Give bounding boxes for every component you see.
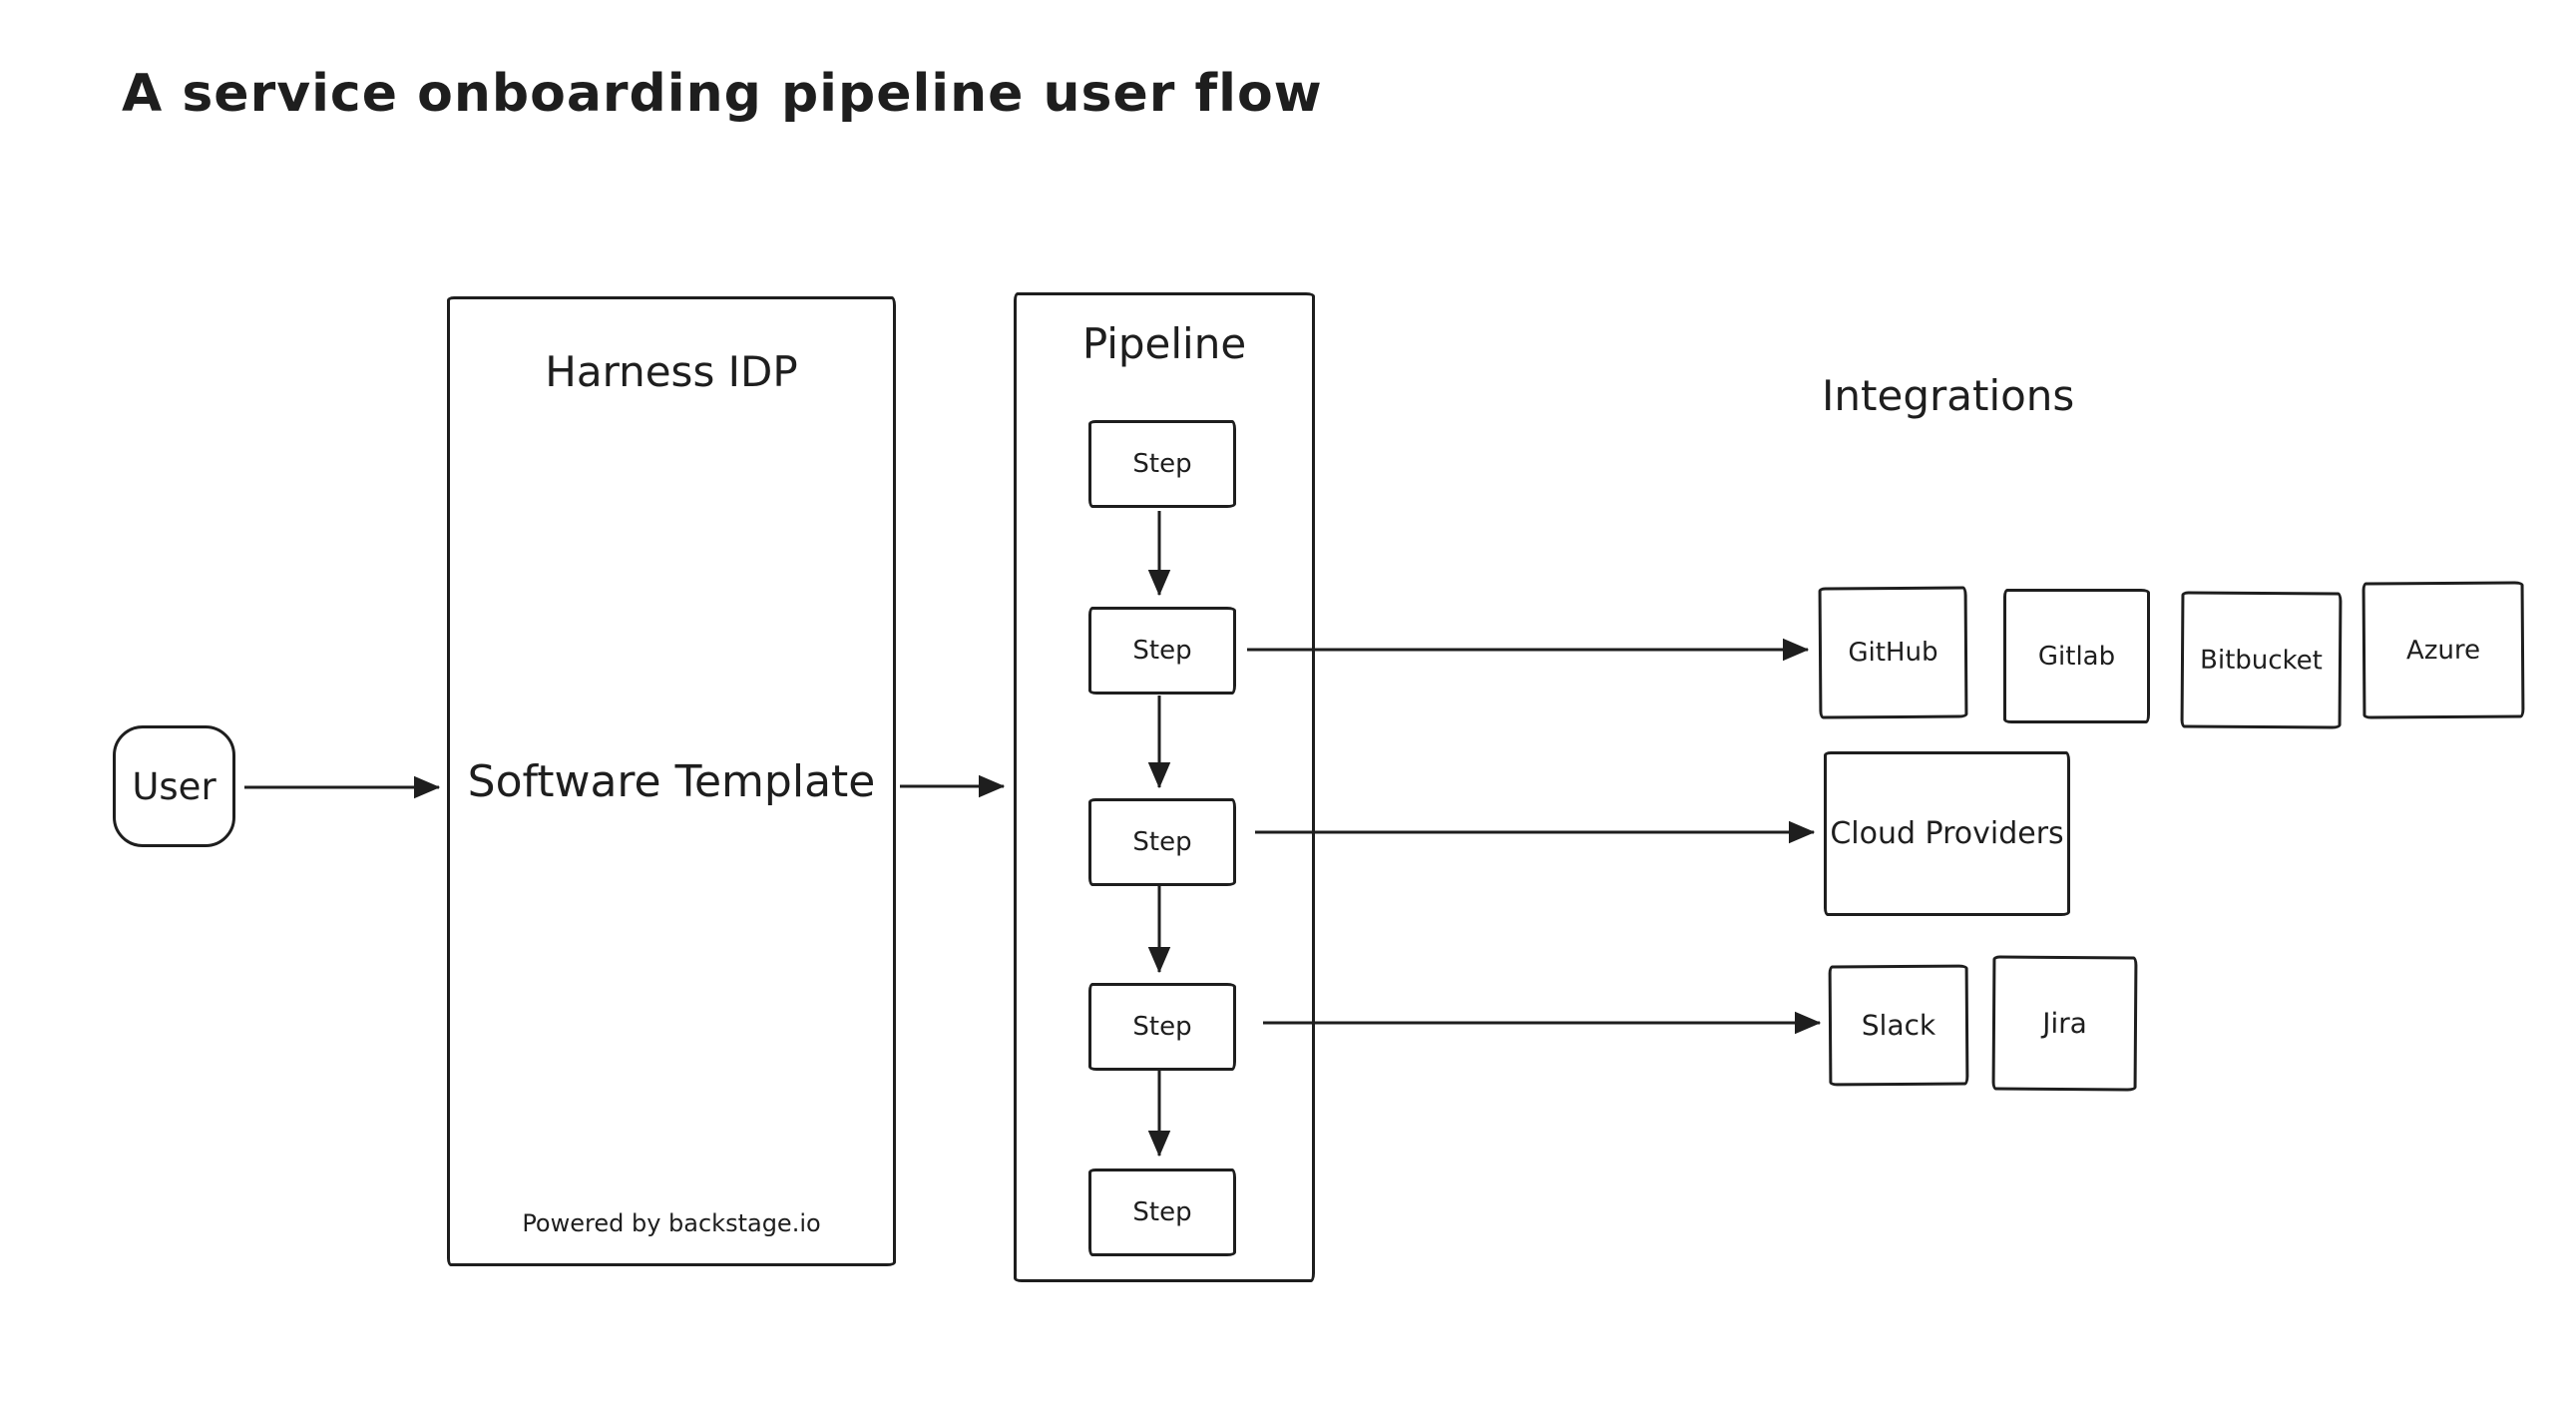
integration-jira: Jira [1991, 955, 2138, 1092]
integrations-title: Integrations [1822, 371, 2075, 420]
jira-label: Jira [2042, 1006, 2087, 1041]
diagram-title: A service onboarding pipeline user flow [122, 64, 1323, 124]
pipeline-step-1: Step [1088, 420, 1236, 508]
harness-idp-title: Harness IDP [545, 347, 798, 396]
gitlab-label: Gitlab [2037, 641, 2116, 672]
integration-azure: Azure [2361, 581, 2525, 719]
user-node: User [113, 725, 235, 847]
integration-github: GitHub [1818, 586, 1968, 719]
github-label: GitHub [1848, 637, 1938, 669]
step-label: Step [1132, 449, 1192, 479]
pipeline-title: Pipeline [1081, 319, 1247, 368]
cloud-providers-label: Cloud Providers [1830, 816, 2064, 851]
bitbucket-label: Bitbucket [2199, 645, 2324, 676]
slack-label: Slack [1861, 1008, 1936, 1043]
pipeline-container: Pipeline Step Step Step Step Step [1014, 292, 1315, 1282]
step-label: Step [1132, 827, 1192, 857]
pipeline-step-2: Step [1088, 607, 1236, 695]
powered-by-backstage-label: Powered by backstage.io [522, 1209, 821, 1237]
user-node-label: User [132, 764, 216, 808]
pipeline-step-5: Step [1088, 1168, 1236, 1256]
integration-slack: Slack [1828, 964, 1969, 1087]
pipeline-step-3: Step [1088, 798, 1236, 886]
software-template-label: Software Template [467, 756, 876, 807]
step-label: Step [1132, 1197, 1192, 1227]
step-label: Step [1132, 636, 1192, 666]
pipeline-step-4: Step [1088, 983, 1236, 1071]
step-label: Step [1132, 1012, 1192, 1042]
azure-label: Azure [2405, 635, 2481, 666]
integration-cloud-providers: Cloud Providers [1824, 751, 2070, 916]
integration-bitbucket: Bitbucket [2180, 591, 2343, 729]
harness-idp-container: Harness IDP Software Template Powered by… [447, 296, 896, 1266]
integration-gitlab: Gitlab [2003, 589, 2150, 723]
